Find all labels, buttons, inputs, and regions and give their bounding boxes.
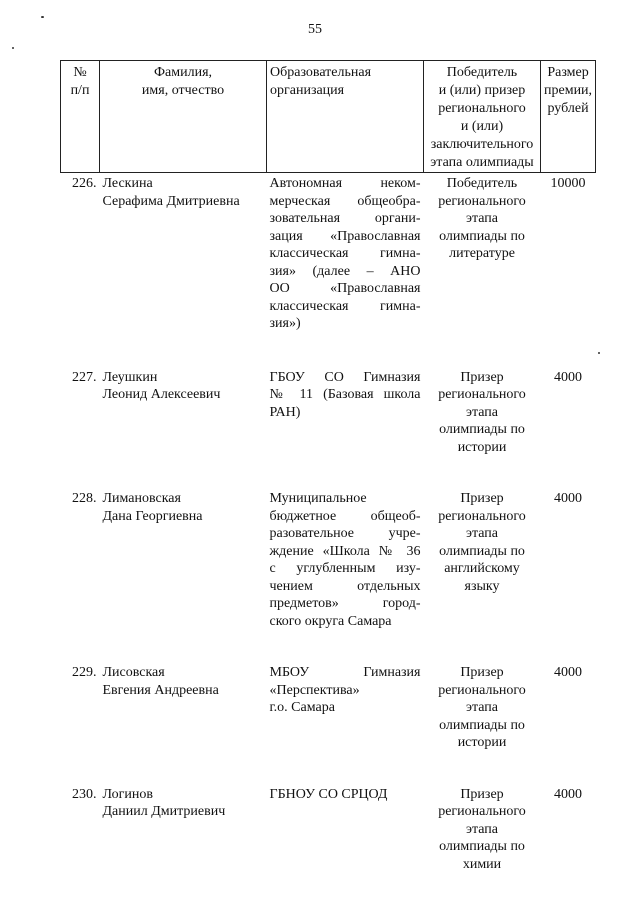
organization-line: зия») (269, 316, 301, 331)
prize-amount: 4000 (554, 491, 583, 506)
header-organization: Образовательная организация (266, 60, 424, 173)
row-number: 227. (72, 369, 97, 385)
organization-line: классическая гимна- (269, 298, 421, 314)
participant-name: Лескина Серафима Дмитриевна (102, 176, 240, 209)
winner-status: Призер регионального этапа олимпиады по … (438, 491, 526, 594)
organization-line: зация «Православная (269, 228, 421, 244)
organization-line: чением отдельных (269, 578, 421, 594)
organization-line: РАН) (269, 404, 301, 420)
table-row: 229. Лисовская Евгения Андреевна МБОУ Гимн… (61, 664, 596, 786)
row-number: 228. (72, 491, 97, 506)
prize-amount: 4000 (554, 786, 583, 802)
organization-line: ского округа Самара (269, 613, 392, 629)
table-row: 228. Лимановская Дана Георгиевна Муниципал… (61, 490, 596, 664)
organization-line: зия» (далее – АНО (269, 263, 421, 279)
header-number: № п/п (60, 60, 100, 173)
organization-line: МБОУ Гимназия (269, 665, 421, 680)
scan-speck (41, 16, 44, 18)
prize-amount: 10000 (550, 176, 586, 191)
organization-name: Автономная неком-мерческая общеобра-зова… (267, 173, 424, 369)
winner-status: Призер регионального этапа олимпиады по … (438, 665, 526, 750)
participant-name: Логинов Даниил Дмитриевич (102, 786, 226, 820)
organization-line: с углубленным изу- (269, 561, 421, 576)
organization-line: классическая гимна- (269, 246, 421, 261)
header-winner-status: Победитель и (или) призер регионального … (423, 60, 541, 173)
participant-name: Леушкин Леонид Алексеевич (102, 369, 221, 403)
organization-line: ждение «Школа № 36 (269, 543, 421, 559)
organization-name: ГБНОУ СО СРЦОД (267, 786, 424, 874)
organization-line: «Перспектива» (269, 682, 360, 698)
organization-line: предметов» город- (269, 596, 421, 611)
participant-name: Лимановская Дана Георгиевна (102, 491, 203, 524)
organization-line: Муниципальное (269, 491, 367, 506)
organization-line: № 11 (Базовая школа (269, 387, 421, 402)
olympiad-winners-table: № п/п Фамилия, имя, отчество Образовател… (60, 60, 597, 874)
winner-status: Призер регионального этапа олимпиады по … (438, 369, 526, 455)
organization-line: бюджетное общеоб- (269, 508, 421, 524)
table-header-row: № п/п Фамилия, имя, отчество Образовател… (60, 60, 597, 173)
organization-line: ГБОУ СО Гимназия (269, 369, 421, 385)
header-name: Фамилия, имя, отчество (99, 60, 267, 173)
row-number: 230. (72, 786, 97, 802)
scan-speck (598, 352, 600, 354)
table-row: 230. Логинов Даниил Дмитриевич ГБНОУ СО СР… (61, 786, 596, 874)
organization-line: ГБНОУ СО СРЦОД (269, 786, 388, 802)
organization-line: г.о. Самара (269, 700, 335, 715)
organization-line: зовательная органи- (269, 211, 421, 226)
row-number: 226. (72, 176, 97, 191)
prize-amount: 4000 (554, 369, 583, 385)
row-number: 229. (72, 665, 97, 680)
scan-speck (12, 47, 14, 49)
header-prize-amount: Размер премии, рублей (539, 60, 597, 173)
winner-status: Призер регионального этапа олимпиады по … (438, 786, 526, 872)
organization-line: Автономная неком- (269, 176, 421, 191)
organization-line: ОО «Православная (269, 281, 421, 296)
prize-amount: 4000 (554, 665, 583, 680)
winner-status: Победитель регионального этапа олимпиады… (438, 176, 526, 261)
organization-name: Муниципальное бюджетное общеоб-разователь… (267, 490, 424, 664)
page-number: 55 (308, 22, 322, 37)
organization-line: разовательное учре- (269, 526, 421, 541)
organization-name: МБОУ Гимназия «Перспектива» г.о. Самара (267, 664, 424, 786)
participant-name: Лисовская Евгения Андреевна (102, 665, 219, 698)
organization-line: мерческая общеобра- (269, 193, 421, 209)
table-row: 226. Лескина Серафима Дмитриевна Автономна… (61, 173, 596, 369)
table-row: 227. Леушкин Леонид Алексеевич ГБОУ СО Гим… (61, 369, 596, 491)
